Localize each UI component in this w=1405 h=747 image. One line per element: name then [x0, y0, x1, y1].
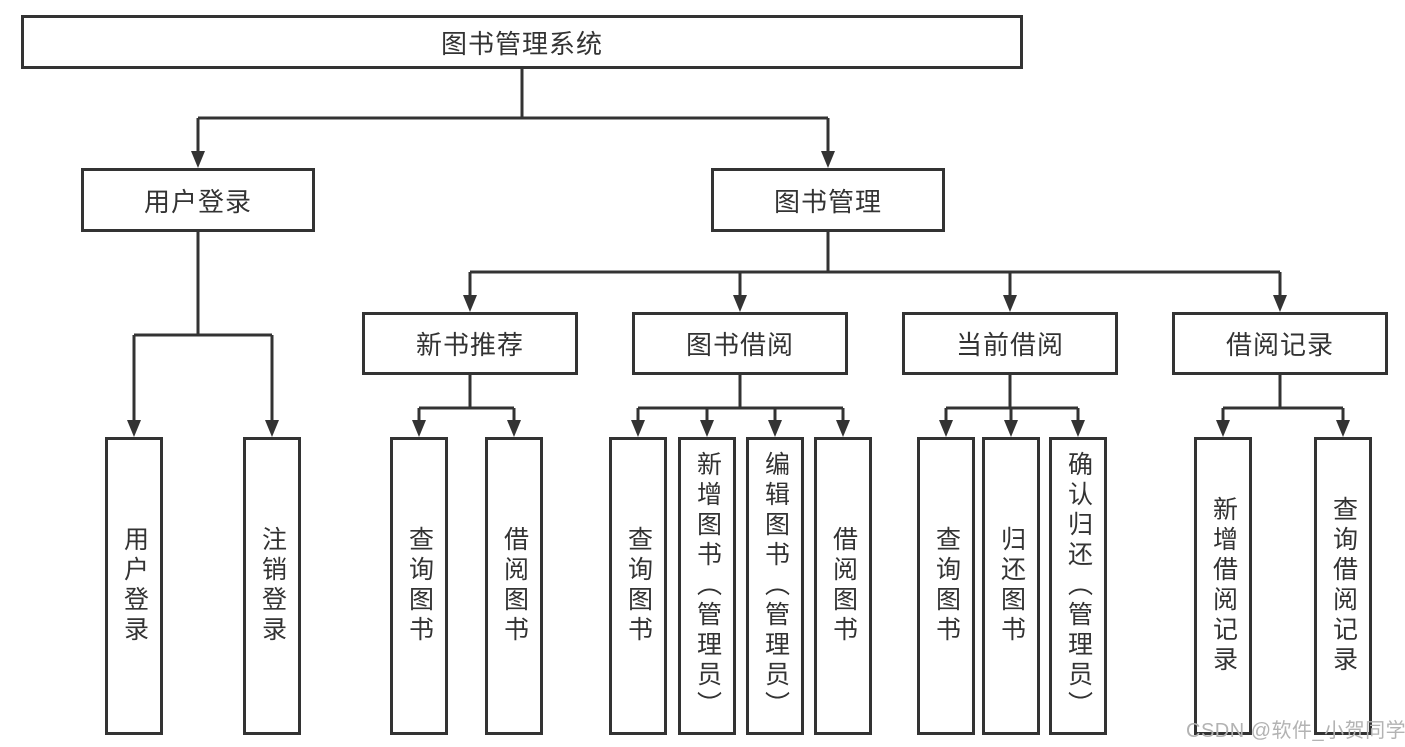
node-borrow-records: 借阅记录	[1172, 312, 1388, 375]
node-root-label: 图书管理系统	[440, 28, 603, 59]
watermark: CSDN @软件_小贺同学	[1186, 720, 1405, 742]
leaf-user-login: 用户登录	[105, 437, 163, 735]
leaf-add-book-admin: 新增图书（管理员）	[678, 437, 736, 735]
leaf-label: 用户登录	[120, 526, 149, 646]
leaf-label: 查询图书	[405, 526, 434, 646]
leaf-query-books-recommend: 查询图书	[390, 437, 448, 735]
leaf-label: 编辑图书（管理员）	[761, 451, 790, 721]
leaf-label: 注销登录	[258, 526, 287, 646]
leaf-label: 确认归还（管理员）	[1064, 451, 1093, 721]
node-book-management: 图书管理	[711, 168, 945, 232]
leaf-query-books-current: 查询图书	[917, 437, 975, 735]
node-label: 当前借阅	[955, 330, 1064, 360]
node-root-system: 图书管理系统	[21, 15, 1023, 69]
node-label: 用户登录	[143, 186, 252, 217]
leaf-label: 查询借阅记录	[1329, 496, 1358, 676]
leaf-edit-book-admin: 编辑图书（管理员）	[746, 437, 804, 735]
leaf-query-books-borrow: 查询图书	[609, 437, 667, 735]
leaf-label: 新增图书（管理员）	[693, 451, 722, 721]
leaf-borrow-books-recommend: 借阅图书	[485, 437, 543, 735]
leaf-label: 查询图书	[932, 526, 961, 646]
leaf-label: 归还图书	[997, 526, 1026, 646]
leaf-borrow-books: 借阅图书	[814, 437, 872, 735]
leaf-add-borrow-record: 新增借阅记录	[1194, 437, 1252, 735]
leaf-return-book: 归还图书	[982, 437, 1040, 735]
leaf-label: 借阅图书	[500, 526, 529, 646]
node-current-borrow: 当前借阅	[902, 312, 1118, 375]
node-label: 图书管理	[773, 186, 882, 217]
leaf-confirm-return-admin: 确认归还（管理员）	[1049, 437, 1107, 735]
node-label: 新书推荐	[415, 330, 524, 360]
node-user-login: 用户登录	[81, 168, 315, 232]
leaf-logout: 注销登录	[243, 437, 301, 735]
node-label: 借阅记录	[1225, 330, 1334, 360]
leaf-label: 新增借阅记录	[1209, 496, 1238, 676]
node-label: 图书借阅	[685, 330, 794, 360]
node-new-book-recommend: 新书推荐	[362, 312, 578, 375]
leaf-label: 查询图书	[624, 526, 653, 646]
leaf-label: 借阅图书	[829, 526, 858, 646]
node-book-borrow: 图书借阅	[632, 312, 848, 375]
leaf-query-borrow-record: 查询借阅记录	[1314, 437, 1372, 735]
